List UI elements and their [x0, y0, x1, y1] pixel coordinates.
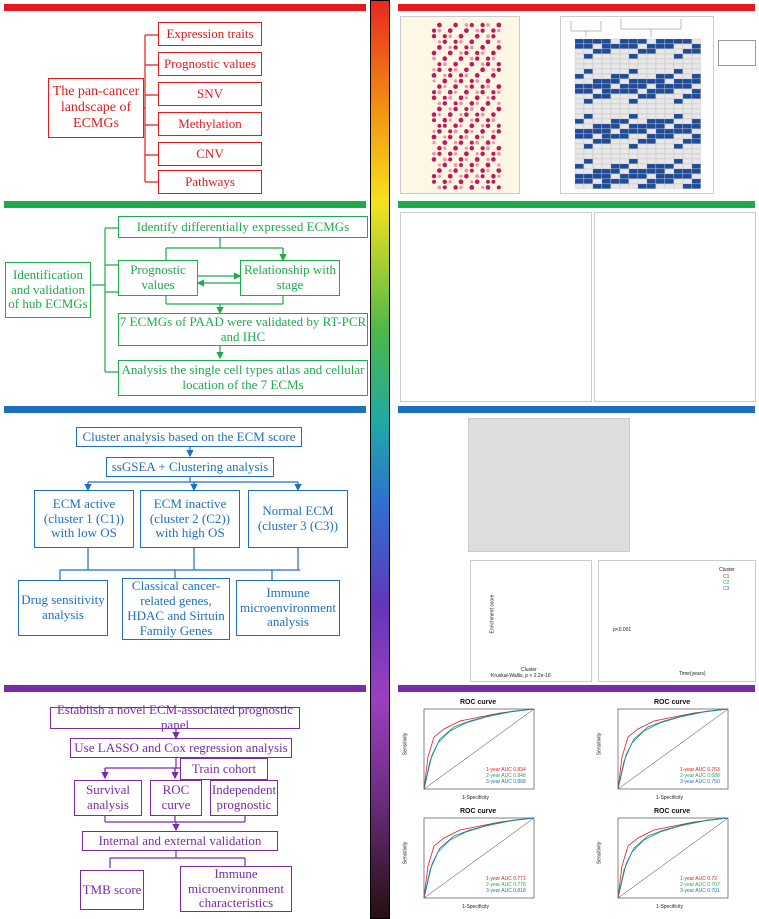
snv-box: SNV: [158, 82, 262, 106]
km-legend-c2: C2: [723, 580, 730, 586]
roc-legend-2: 2-year AUC 0.776: [486, 882, 526, 888]
roc-legend-3: 3-year AUC 0.818: [486, 888, 526, 894]
roc-legend-3: 3-year AUC 0.701: [680, 888, 720, 894]
roc-legend-2: 2-year AUC 0.688: [680, 773, 720, 779]
roc-title: ROC curve: [460, 808, 497, 815]
km-xlabel: Time(years): [679, 671, 706, 677]
section2-bar-left: [4, 201, 366, 208]
validated-box: 7 ECMGs of PAAD were validated by RT-PCR…: [118, 313, 368, 346]
prognostic-panel-box: Establish a novel ECM-associated prognos…: [50, 702, 300, 732]
independent-prognostic-box: Independent prognostic: [210, 780, 278, 816]
roc-curve-box: ROC curve: [150, 780, 202, 816]
roc-legend-3: 3-year AUC 0.750: [680, 779, 720, 785]
cluster2-box: ECM inactive (cluster 2 (C2)) with high …: [140, 490, 240, 548]
survival-analysis-box: Survival analysis: [74, 780, 142, 816]
rtpcr-ihc-grid: [594, 212, 756, 402]
lasso-cox-box: Use LASSO and Cox regression analysis: [70, 738, 292, 758]
survival-km-grid: [400, 212, 592, 402]
train-cohort-label: Train cohort: [180, 758, 268, 780]
roc-legend-1: 1-year AUC 0.834: [486, 767, 526, 773]
methylation-box: Methylation: [158, 112, 262, 136]
boxplot-xlabel: Cluster: [521, 667, 537, 673]
roc-panel-1: ROC curve Sensitivity 1-Specificity 1-ye…: [400, 697, 550, 803]
roc-panel-4: ROC curve Sensitivity 1-Specificity 1-ye…: [594, 806, 754, 912]
roc-xlabel: 1-Specificity: [656, 904, 683, 910]
color-spectrum-bar: [370, 0, 390, 919]
drug-sensitivity-box: Drug sensitivity analysis: [18, 580, 108, 636]
validation-box: Internal and external validation: [82, 831, 278, 851]
section1-bar-left: [4, 4, 366, 11]
roc-xlabel: 1-Specificity: [462, 795, 489, 801]
roc-legend-1: 1-year AUC 0.763: [680, 767, 720, 773]
immune-analysis-box: Immune microenvironment analysis: [236, 580, 340, 636]
pathways-box: Pathways: [158, 170, 262, 194]
roc-legend-1: 1-year AUC 0.73: [680, 876, 717, 882]
single-cell-box: Analysis the single cell types atlas and…: [118, 360, 368, 396]
roc-legend-2: 2-year AUC 0.848: [486, 773, 526, 779]
immune-characteristics-box: Immune microenvironment characteristics: [180, 866, 292, 912]
prognostic-values-box: Prognostic values: [118, 260, 198, 296]
roc-title: ROC curve: [654, 808, 691, 815]
roc-xlabel: 1-Specificity: [656, 795, 683, 801]
km-legend-c3: C3: [723, 586, 730, 592]
cluster-analysis-box: Cluster analysis based on the ECM score: [76, 427, 302, 447]
roc-legend-2: 2-year AUC 0.707: [680, 882, 720, 888]
km-legend-c1: C1: [723, 574, 730, 580]
km-legend-title: Cluster: [719, 567, 735, 573]
differential-expression-box: Identify differentially expressed ECMGs: [118, 216, 368, 238]
roc-panel-3: ROC curve Sensitivity 1-Specificity 1-ye…: [400, 806, 550, 912]
expression-traits-box: Expression traits: [158, 22, 262, 46]
roc-panel-2: ROC curve Sensitivity 1-Specificity 1-ye…: [594, 697, 754, 803]
ssgsea-box: ssGSEA + Clustering analysis: [106, 457, 274, 477]
boxplot-stat: Kruskal-Wallis, p < 2.2e-16: [491, 673, 551, 679]
boxplot-ylabel: Enrichment score: [489, 594, 496, 634]
cluster3-box: Normal ECM (cluster 3 (C3)): [248, 490, 348, 548]
cnv-legend: [718, 40, 756, 66]
identification-validation-box: Identification and validation of hub ECM…: [5, 262, 91, 318]
pan-cancer-landscape-box: The pan-cancer landscape of ECMGs: [48, 78, 144, 138]
prognostic-values-box: Prognostic values: [158, 52, 262, 76]
enrichment-boxplot: Enrichment score Cluster Kruskal-Wallis,…: [470, 560, 592, 682]
cluster1-box: ECM active (cluster 1 (C1)) with low OS: [34, 490, 134, 548]
roc-xlabel: 1-Specificity: [462, 904, 489, 910]
roc-title: ROC curve: [460, 699, 497, 706]
mutation-heatmap: [468, 418, 630, 552]
classical-genes-box: Classical cancer-related genes, HDAC and…: [122, 578, 230, 640]
tmb-score-box: TMB score: [80, 870, 144, 910]
flowchart-connectors: [59, 34, 370, 868]
km-cluster-plot: Cluster C1 C2 C3 p<0.001 Time(years): [598, 560, 756, 682]
cnv-box: CNV: [158, 142, 262, 166]
section3-bar-left: [4, 406, 366, 413]
roc-legend-3: 3-year AUC 0.868: [486, 779, 526, 785]
section4-bar-right: [398, 685, 755, 692]
relationship-stage-box: Relationship with stage: [240, 260, 340, 296]
roc-legend-1: 1-year AUC 0.771: [486, 876, 526, 882]
section1-bar-right: [398, 4, 755, 11]
section2-bar-right: [398, 201, 755, 208]
km-pvalue: p<0.001: [613, 627, 632, 633]
pan-cancer-bubble-heatmap: [400, 16, 520, 194]
section4-bar-left: [4, 685, 366, 692]
roc-title: ROC curve: [654, 699, 691, 706]
cnv-heatmap: [560, 16, 714, 194]
section3-bar-right: [398, 406, 755, 413]
